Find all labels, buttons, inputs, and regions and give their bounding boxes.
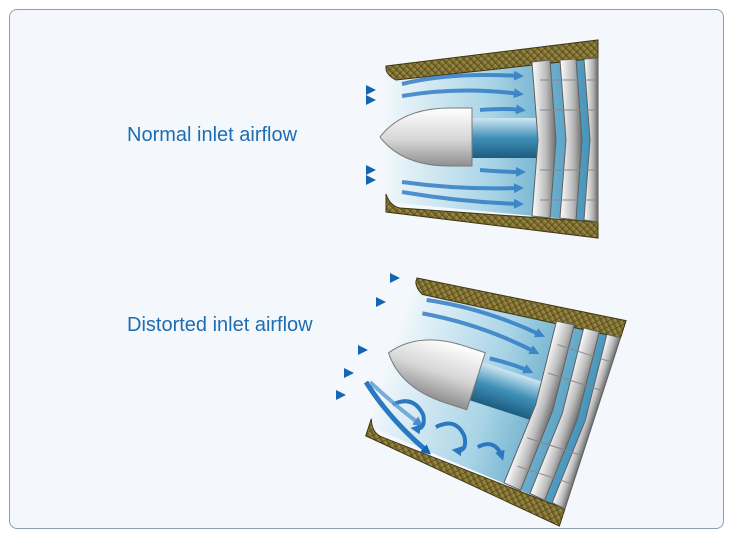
normal-nacelle-bottom: [385, 193, 599, 239]
normal-nacelle-top: [385, 39, 599, 81]
deflected-arrow: [368, 380, 424, 427]
distorted-nacelle-bottom: [365, 418, 566, 527]
normal-spinner: [379, 107, 473, 167]
diagram-panel: Normal inlet airflow Distorted inlet air…: [9, 9, 724, 529]
normal-airflow-arrows: [102, 85, 376, 185]
spillage-arrow: [363, 380, 432, 455]
normal-inlet-caption: Normal inlet airflow: [127, 124, 298, 146]
distorted-airflow-arrows: [78, 273, 432, 455]
normal-shaft: [465, 118, 545, 158]
normal-compressor-blades: [531, 57, 599, 223]
distorted-compressor-blades: [503, 320, 622, 510]
inlet-airflow-illustration: [78, 39, 627, 527]
distorted-engine: [365, 277, 627, 527]
distorted-internal-flow-arrows: [422, 298, 546, 374]
normal-engine: [379, 39, 599, 239]
distorted-nacelle-top: [415, 277, 627, 339]
distorted-inlet-caption: Distorted inlet airflow: [127, 314, 313, 336]
normal-internal-flow-arrows: [401, 70, 526, 209]
distorted-shaft: [461, 359, 550, 423]
distorted-vortex-arrows: [391, 399, 505, 461]
distorted-spinner: [387, 339, 486, 411]
